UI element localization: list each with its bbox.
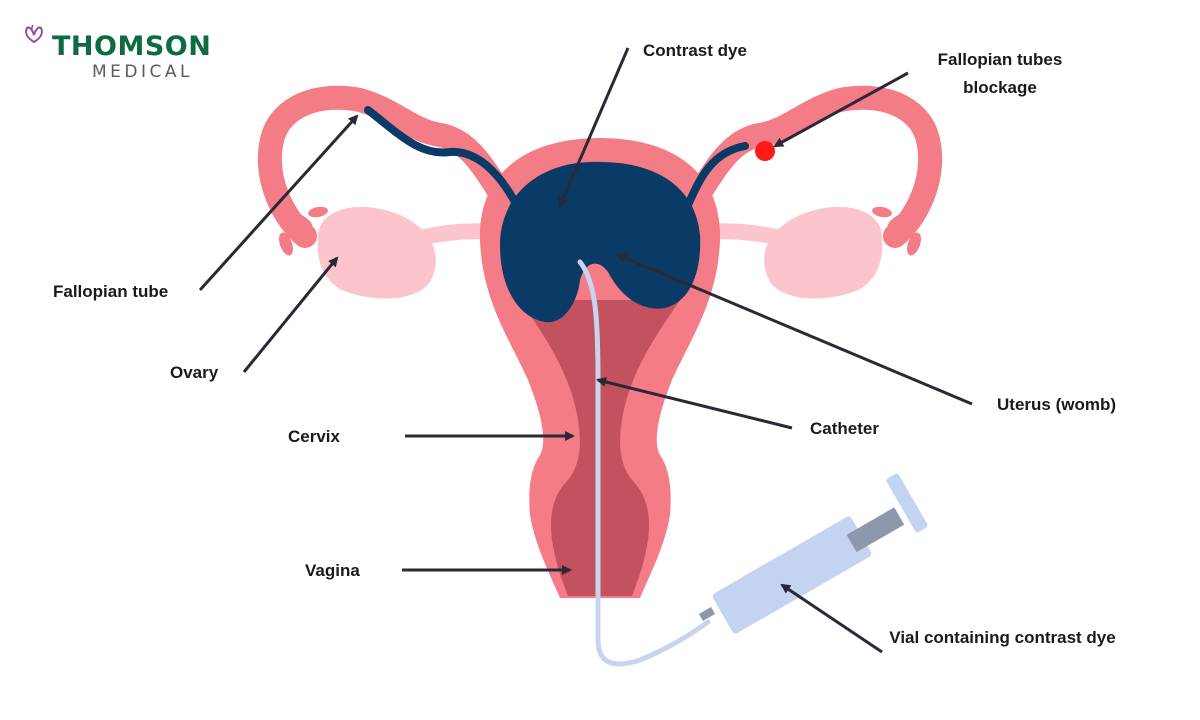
label-catheter: Catheter (810, 419, 879, 438)
arrow-uterus (616, 253, 973, 406)
label-cervix: Cervix (288, 427, 340, 446)
right-tube-dye (684, 142, 749, 209)
tube-blockage (755, 141, 775, 161)
left-tube-dye (364, 106, 519, 206)
left-ovary (317, 206, 436, 299)
label-fallopian-tubes-blockage: Fallopian tubes blockage (937, 50, 1063, 97)
arrow-contrast-dye (558, 47, 630, 208)
label-vagina: Vagina (305, 561, 360, 580)
brand-name-top: THOMSON (52, 31, 212, 62)
label-uterus: Uterus (womb) (997, 395, 1116, 414)
thomson-medical-logo: THOMSON MEDICAL (22, 22, 222, 84)
right-ovary (764, 206, 883, 299)
label-vial: Vial containing contrast dye (889, 628, 1116, 647)
label-contrast-dye: Contrast dye (643, 41, 747, 60)
syringe (698, 473, 928, 634)
left-fimbriae (279, 206, 328, 256)
left-fallopian-tube (257, 85, 517, 248)
arrow-ovary (242, 256, 339, 373)
contrast-dye (500, 161, 701, 323)
butterfly-icon (25, 24, 43, 44)
brand-name-bottom: MEDICAL (92, 62, 193, 82)
catheter (577, 259, 711, 667)
arrow-fallopian-tube (198, 114, 359, 292)
right-fimbriae (872, 206, 921, 256)
arrow-catheter (596, 377, 793, 430)
label-fallopian-tube: Fallopian tube (53, 282, 169, 301)
label-ovary: Ovary (170, 363, 219, 382)
arrow-blockage (773, 71, 909, 148)
arrow-vial (780, 583, 883, 654)
